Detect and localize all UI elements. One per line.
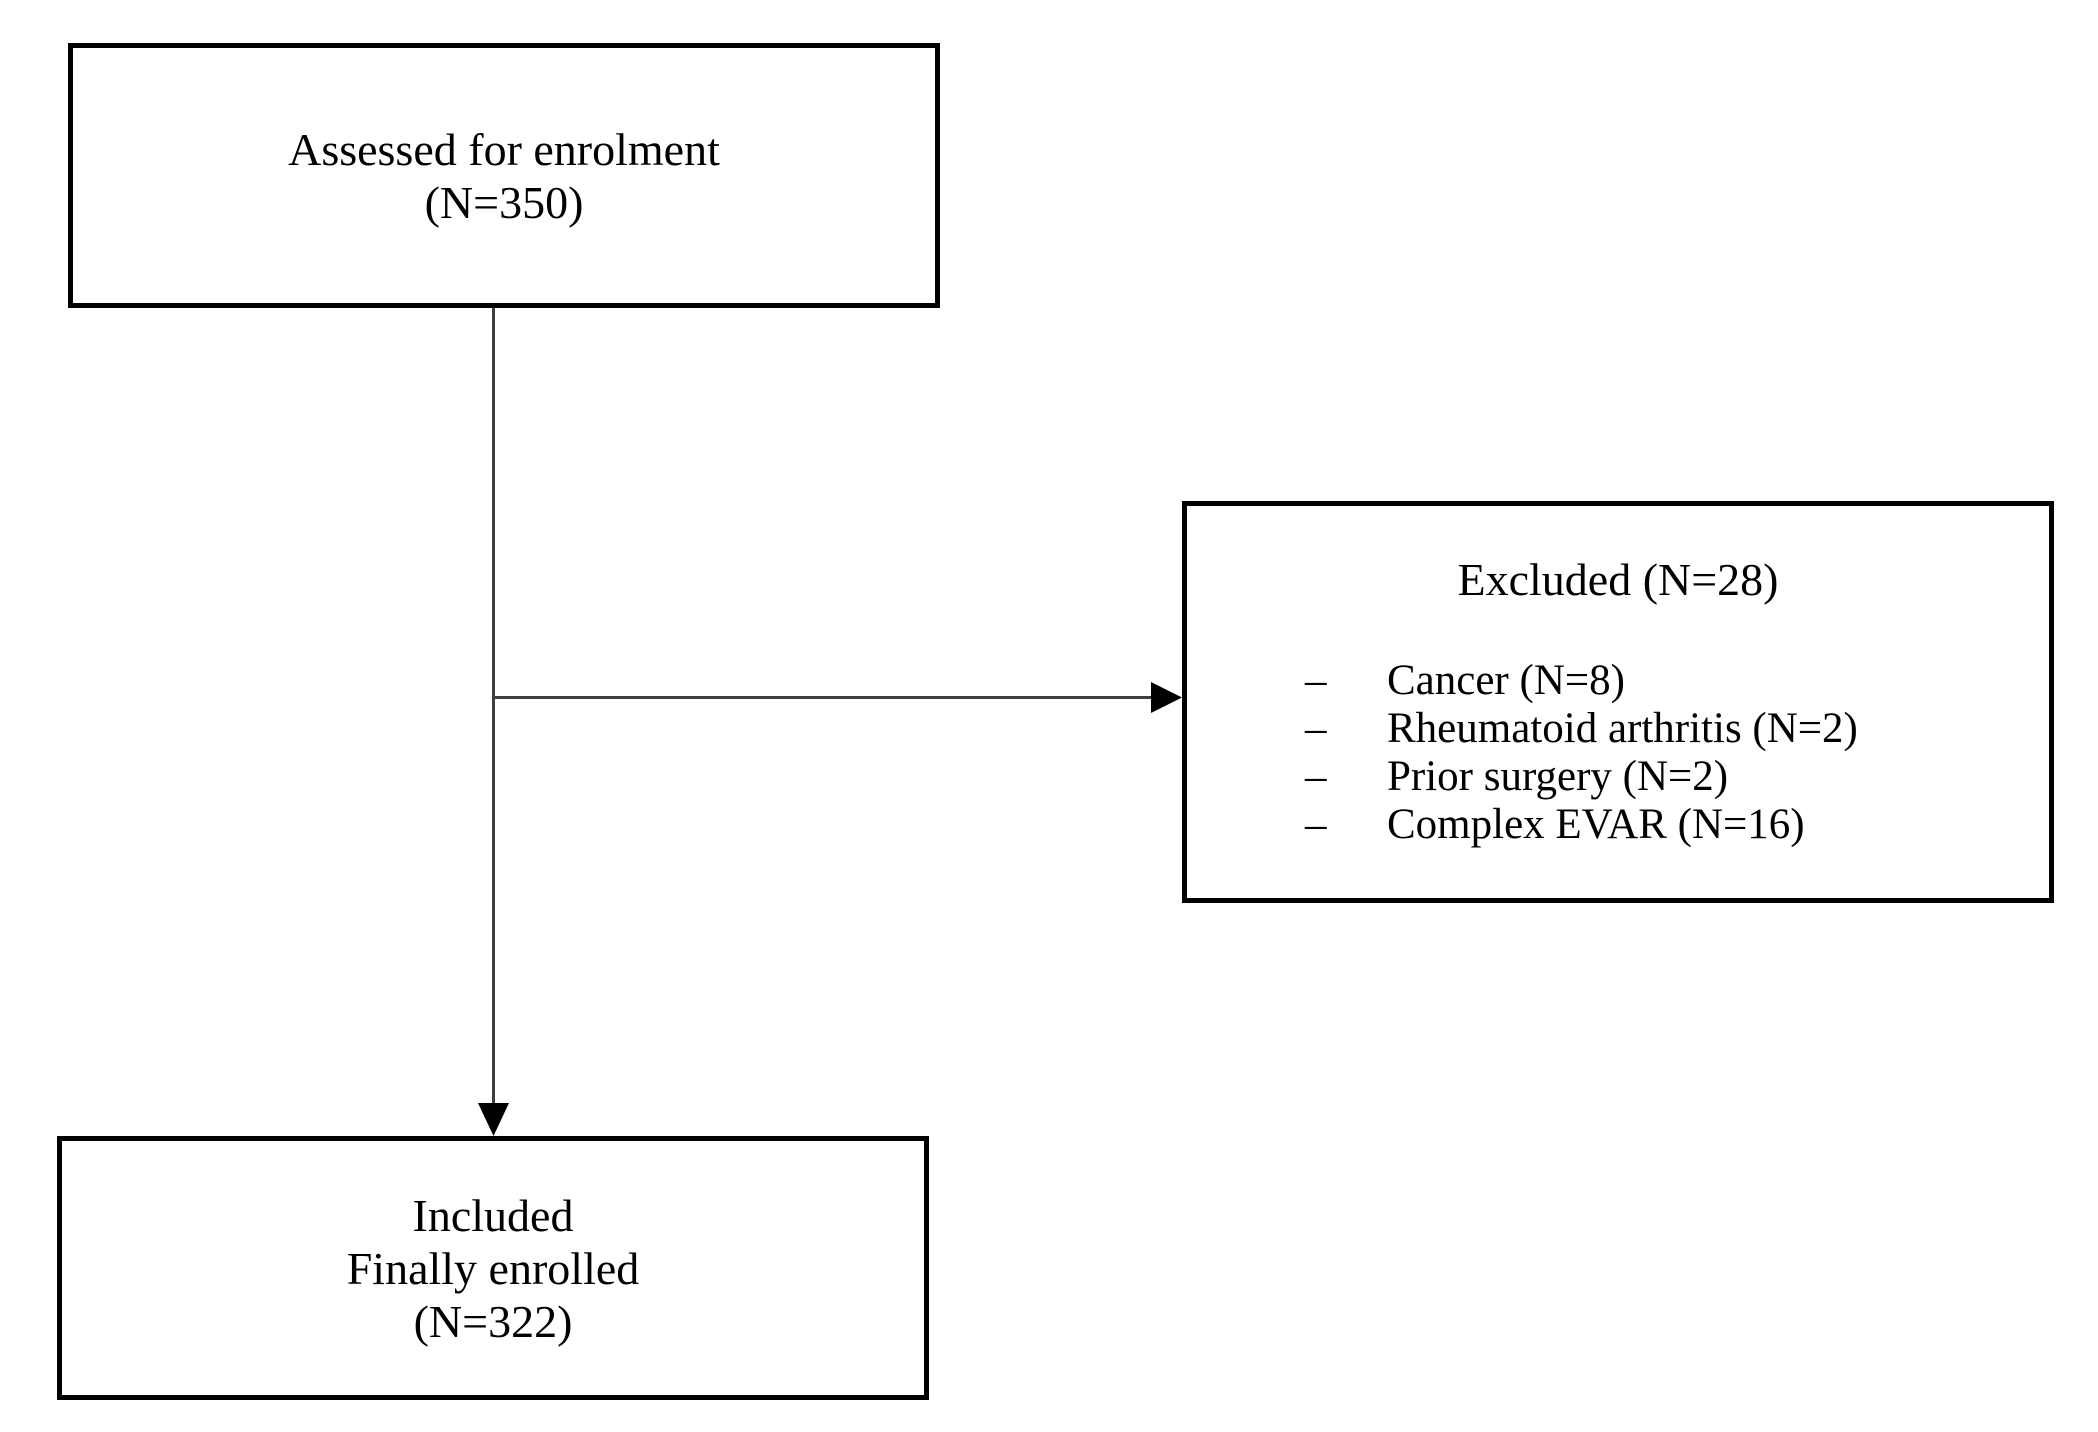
list-item-label: Cancer (N=8) (1387, 657, 1625, 704)
list-item-label: Rheumatoid arthritis (N=2) (1387, 705, 1858, 752)
list-item: – Cancer (N=8) (1187, 657, 2049, 705)
excluded-reasons-list: – Cancer (N=8) – Rheumatoid arthritis (N… (1187, 657, 2049, 849)
dash-bullet: – (1305, 657, 1327, 704)
list-item-label: Prior surgery (N=2) (1387, 753, 1729, 800)
excluded-box-title: Excluded (N=28) (1457, 554, 1779, 605)
dash-bullet: – (1305, 705, 1327, 752)
assessed-box-line1: Assessed for enrolment (288, 123, 720, 175)
list-item: – Complex EVAR (N=16) (1187, 801, 2049, 849)
assessed-box-count: (N=350) (424, 176, 584, 228)
list-item: – Rheumatoid arthritis (N=2) (1187, 705, 2049, 753)
dash-bullet: – (1305, 801, 1327, 848)
included-box-line1: Included (412, 1189, 574, 1241)
list-item: – Prior surgery (N=2) (1187, 753, 2049, 801)
assessed-for-enrolment-box: Assessed for enrolment (N=350) (68, 43, 940, 308)
excluded-box: Excluded (N=28) – Cancer (N=8) – Rheumat… (1182, 501, 2054, 903)
included-box-count: (N=322) (413, 1295, 573, 1347)
included-box-line2: Finally enrolled (346, 1242, 640, 1294)
included-box: Included Finally enrolled (N=322) (57, 1136, 929, 1400)
right-arrowhead-icon (1151, 682, 1182, 713)
dash-bullet: – (1305, 753, 1327, 800)
down-arrowhead-icon (478, 1103, 509, 1136)
list-item-label: Complex EVAR (N=16) (1387, 801, 1805, 848)
